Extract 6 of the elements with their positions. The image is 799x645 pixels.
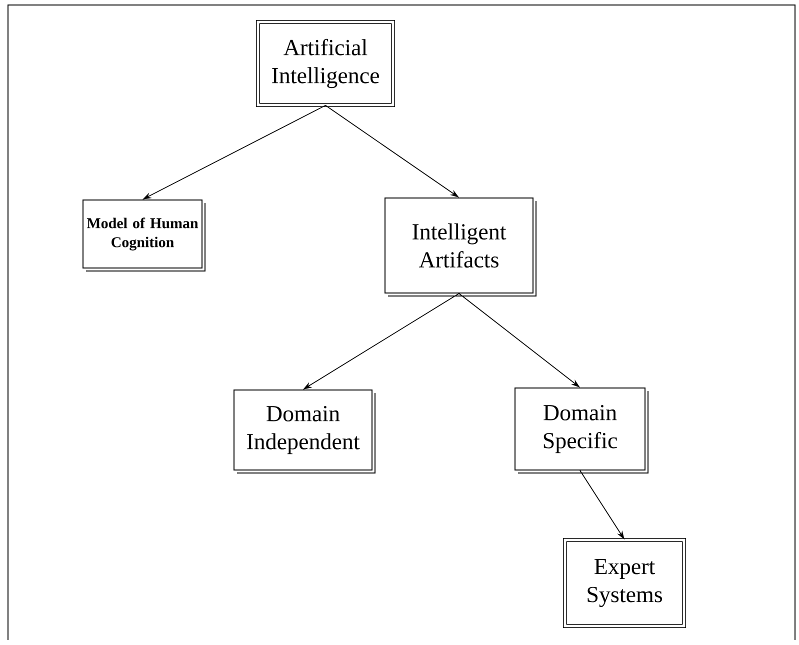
node-box: Model of Human Cognition — [82, 200, 206, 272]
node-box: Domain Independent — [234, 390, 376, 474]
node-box: Artificial Intelligence — [256, 20, 396, 108]
node-box: Domain Specific — [514, 388, 648, 474]
node-box: Expert Systems — [562, 538, 686, 628]
node-box: Intelligent Artifacts — [384, 198, 536, 296]
